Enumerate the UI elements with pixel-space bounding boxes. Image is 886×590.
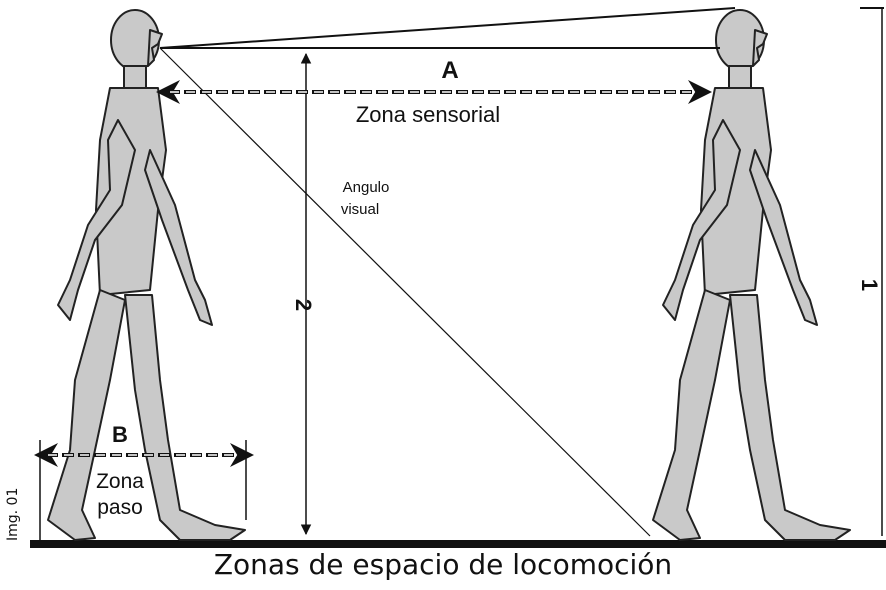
image-tag: Img. 01	[5, 487, 21, 541]
label-paso: paso	[97, 496, 143, 519]
label-dimension-1: 1	[857, 279, 882, 291]
visual-angle-line	[159, 47, 651, 537]
right-walking-figure	[652, 9, 851, 541]
sight-line-top	[159, 7, 736, 49]
diagram-caption: Zonas de espacio de locomoción	[213, 548, 673, 581]
label-zona-sensorial: Zona sensorial	[356, 102, 500, 127]
ground-line	[30, 540, 886, 548]
label-a: A	[441, 57, 458, 84]
label-visual: visual	[341, 201, 379, 218]
left-walking-figure	[47, 9, 246, 541]
label-zona: Zona	[96, 470, 144, 493]
label-dimension-2: 2	[291, 299, 316, 311]
label-angulo: Angulo	[343, 179, 390, 196]
label-b: B	[112, 422, 128, 447]
